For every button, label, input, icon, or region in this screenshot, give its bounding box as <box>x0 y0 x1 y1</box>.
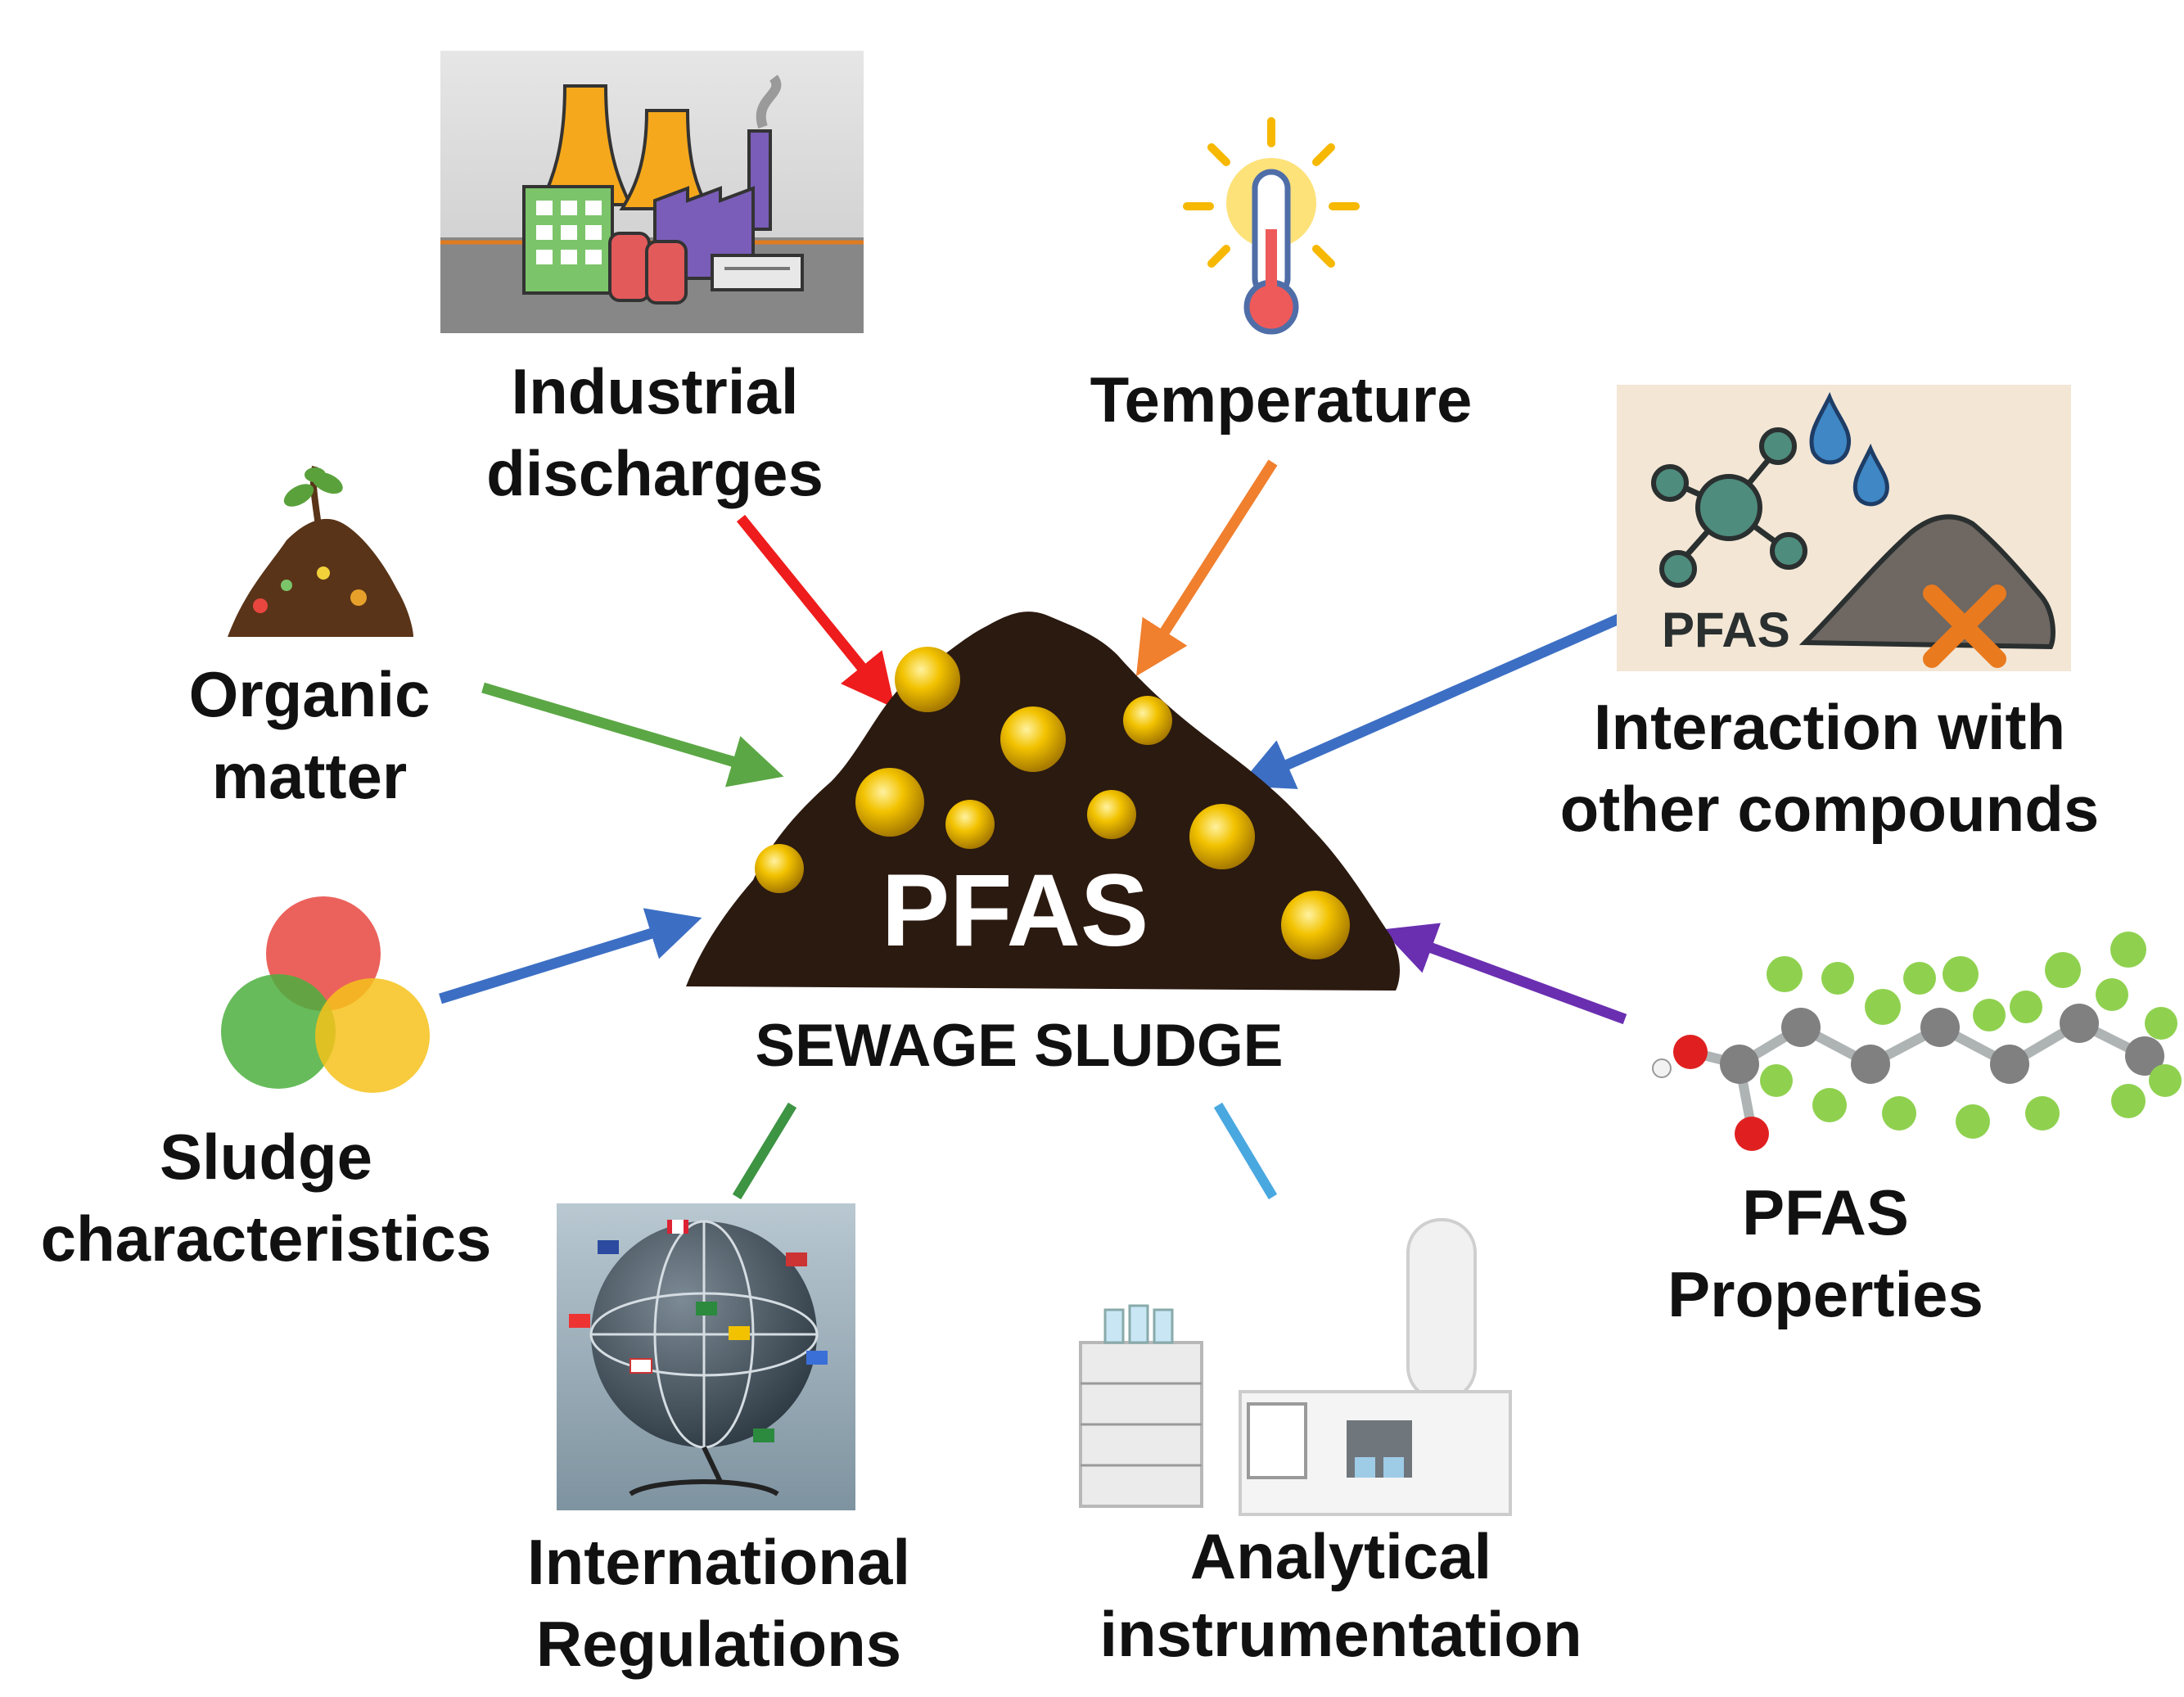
label-interaction-line1: Interaction with <box>1594 691 2065 763</box>
arrow-temperature <box>1135 459 1278 676</box>
label-industrial-line1: Industrial <box>511 355 798 427</box>
label-properties-line2: Properties <box>1667 1258 1983 1330</box>
pfas-droplet <box>855 768 924 837</box>
label-interaction-line2: other compounds <box>1560 773 2100 845</box>
pfas-droplets <box>755 647 1350 959</box>
label-industrial-line2: discharges <box>486 437 824 509</box>
pfas-droplet <box>755 844 804 893</box>
pfas-droplet <box>1123 696 1172 745</box>
pfas-droplet <box>1189 804 1255 869</box>
arrow-properties <box>1381 923 1627 1025</box>
label-analytical-line1: Analytical <box>1190 1520 1491 1592</box>
arrows <box>439 459 1627 1200</box>
arrow-interaction <box>1239 613 1623 789</box>
pfas-droplet <box>945 800 995 849</box>
pfas-droplet <box>1281 891 1350 959</box>
connector-regulations <box>732 1102 797 1200</box>
pfas-droplet <box>895 647 960 712</box>
arrow-sludge <box>439 908 702 1004</box>
globe-flags-icon <box>557 1203 855 1510</box>
label-regulations-line1: International <box>527 1526 910 1598</box>
label-sludge-line2: characteristics <box>41 1203 492 1275</box>
icon-pfas-text: PFAS <box>1662 603 1790 657</box>
label-organic-line1: Organic <box>189 658 431 730</box>
sludge-pile: PFAS <box>686 612 1400 991</box>
factory-icon <box>440 51 864 333</box>
pfas-droplet <box>1000 706 1066 772</box>
sewage-sludge-caption: SEWAGE SLUDGE <box>756 1013 1284 1079</box>
venn-diagram-icon <box>221 896 430 1093</box>
molecule-soil-icon: PFAS <box>1617 385 2071 671</box>
cross-icon <box>1923 584 2006 668</box>
label-temperature: Temperature <box>1090 363 1473 436</box>
arrow-industrial <box>736 514 896 709</box>
lab-instrument-icon <box>1079 1218 1512 1516</box>
molecule-model-icon <box>1652 932 2182 1151</box>
label-properties-line1: PFAS <box>1742 1176 1909 1248</box>
sludge-pile-shape <box>686 612 1400 991</box>
flags <box>569 1220 828 1442</box>
connector-analytical <box>1213 1102 1278 1200</box>
label-regulations-line2: Regulations <box>536 1608 901 1680</box>
label-sludge-line1: Sludge <box>160 1121 372 1193</box>
arrow-organic <box>481 682 784 788</box>
pile-label: PFAS <box>882 854 1148 968</box>
label-organic-line2: matter <box>212 740 407 812</box>
pfas-droplet <box>1087 790 1136 839</box>
label-analytical-line2: instrumentation <box>1099 1598 1582 1670</box>
thermometer-sun-icon <box>1183 117 1360 335</box>
compost-pile-icon <box>228 466 413 637</box>
